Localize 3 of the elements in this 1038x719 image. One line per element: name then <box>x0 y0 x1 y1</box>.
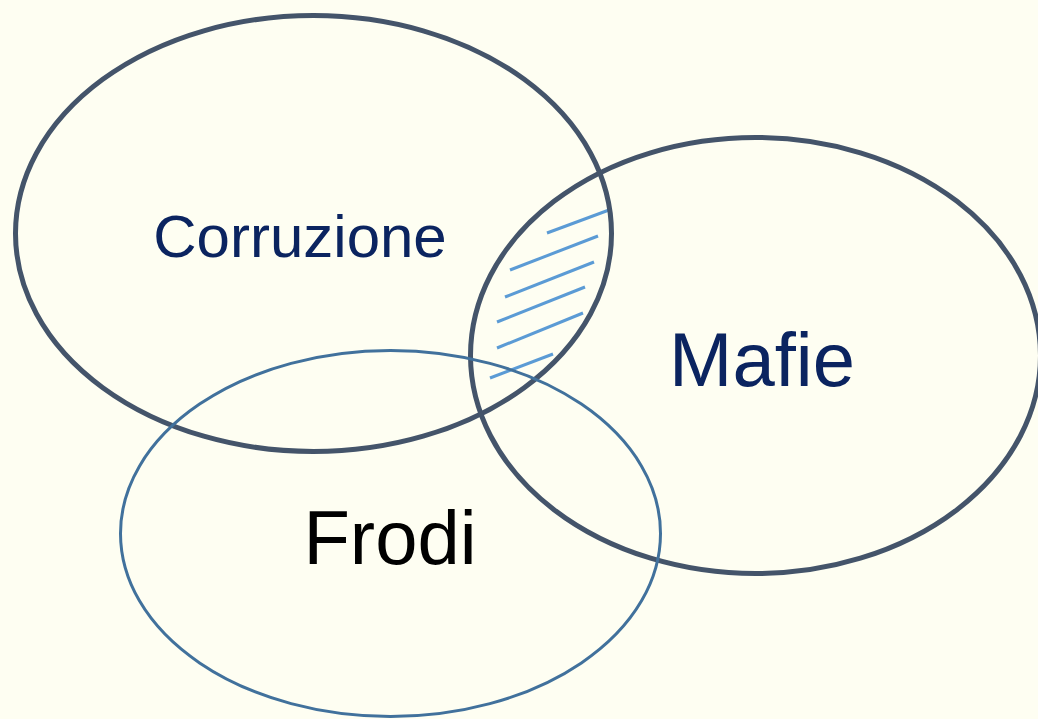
set-label: Frodi <box>303 500 477 576</box>
set-label: Mafie <box>669 322 855 398</box>
set-label: Corruzione <box>153 207 447 267</box>
